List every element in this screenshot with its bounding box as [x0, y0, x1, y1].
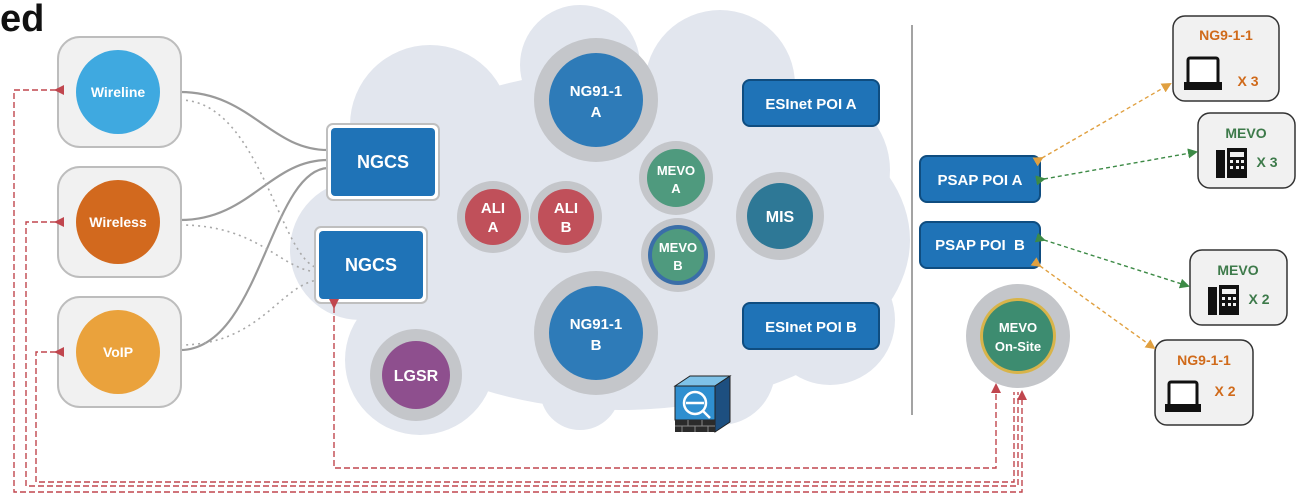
ali-b-node[interactable]: ALI B [530, 181, 602, 253]
mevo-a-line1: MEVO [657, 163, 695, 178]
endpoint-ng911-bottom-label: NG9-1-1 [1177, 352, 1231, 368]
mevo-onsite-line2: On-Site [995, 339, 1041, 354]
ali-b-line1: ALI [554, 200, 578, 217]
esinet-poi-a[interactable]: ESInet POI A [742, 79, 880, 127]
endpoint-mevo-bottom-label: MEVO [1217, 262, 1258, 278]
wireline-source[interactable]: Wireline [57, 36, 182, 148]
endpoint-mevo-bottom-count: X 2 [1248, 291, 1269, 307]
esinet-poi-b[interactable]: ESInet POI B [742, 302, 880, 350]
endpoint-mevo-top-label: MEVO [1225, 125, 1266, 141]
computer-icon [1184, 56, 1222, 90]
phone-icon [1216, 148, 1247, 178]
endpoint-ng911-top[interactable]: NG9-1-1 X 3 [1172, 15, 1280, 102]
psap-poi-b[interactable]: PSAP POI B [919, 221, 1041, 269]
endpoint-ng911-top-label: NG9-1-1 [1199, 27, 1253, 43]
ngcs-label-2: NGCS [345, 255, 397, 275]
wireless-source[interactable]: Wireless [57, 166, 182, 278]
ngcs-label-1: NGCS [357, 152, 409, 172]
esinet-poi-a-label: ESInet POI A [765, 96, 856, 113]
mevo-a-node[interactable]: MEVO A [639, 141, 713, 215]
mis-label: MIS [766, 209, 795, 226]
ng911-b-line1: NG91-1 [570, 316, 623, 333]
lgsr-label: LGSR [394, 368, 439, 385]
endpoint-mevo-top-count: X 3 [1256, 154, 1277, 170]
mevo-b-node[interactable]: MEVO B [641, 218, 715, 292]
computer-icon [1165, 380, 1201, 412]
endpoint-ng911-bottom-count: X 2 [1214, 383, 1235, 399]
voip-source[interactable]: VoIP [57, 296, 182, 408]
psap-poi-a[interactable]: PSAP POI A [919, 155, 1041, 203]
ng911-b-line2: B [591, 337, 602, 354]
ng911-a-node[interactable]: NG91-1 A [534, 38, 658, 162]
ngcs-box-2[interactable]: NGCS [314, 226, 428, 304]
mevo-onsite-node[interactable]: MEVO On-Site [966, 284, 1070, 388]
endpoint-ng911-bottom[interactable]: NG9-1-1 X 2 [1154, 339, 1254, 426]
ng911-a-line1: NG91-1 [570, 83, 623, 100]
return-paths [13, 85, 1027, 493]
mis-node[interactable]: MIS [736, 172, 824, 260]
endpoint-mevo-top[interactable]: MEVO X 3 [1197, 112, 1296, 189]
endpoint-ng911-top-count: X 3 [1237, 73, 1258, 89]
ali-b-line2: B [561, 219, 572, 236]
psap-poi-b-label: PSAP POI B [935, 237, 1025, 254]
psap-endpoint-links [1030, 82, 1198, 350]
ng911-a-line2: A [591, 104, 602, 121]
esinet-poi-b-label: ESInet POI B [765, 319, 857, 336]
wireline-label: Wireline [91, 84, 146, 100]
phone-icon [1208, 285, 1239, 315]
lgsr-node[interactable]: LGSR [370, 329, 462, 421]
endpoint-mevo-bottom[interactable]: MEVO X 2 [1189, 249, 1288, 326]
mevo-a-line2: A [671, 181, 681, 196]
psap-poi-a-label: PSAP POI A [937, 172, 1022, 189]
ngcs-box-1[interactable]: NGCS [326, 123, 440, 201]
ng911-b-node[interactable]: NG91-1 B [534, 271, 658, 395]
ali-a-node[interactable]: ALI A [457, 181, 529, 253]
firewall-icon [673, 375, 732, 433]
page-title-fragment: ed [0, 0, 45, 40]
wireless-label: Wireless [89, 214, 147, 230]
mevo-b-line1: MEVO [659, 240, 697, 255]
mevo-b-line2: B [673, 258, 682, 273]
ali-a-line1: ALI [481, 200, 505, 217]
voip-label: VoIP [103, 344, 133, 360]
ali-a-line2: A [488, 219, 499, 236]
mevo-onsite-line1: MEVO [999, 320, 1037, 335]
